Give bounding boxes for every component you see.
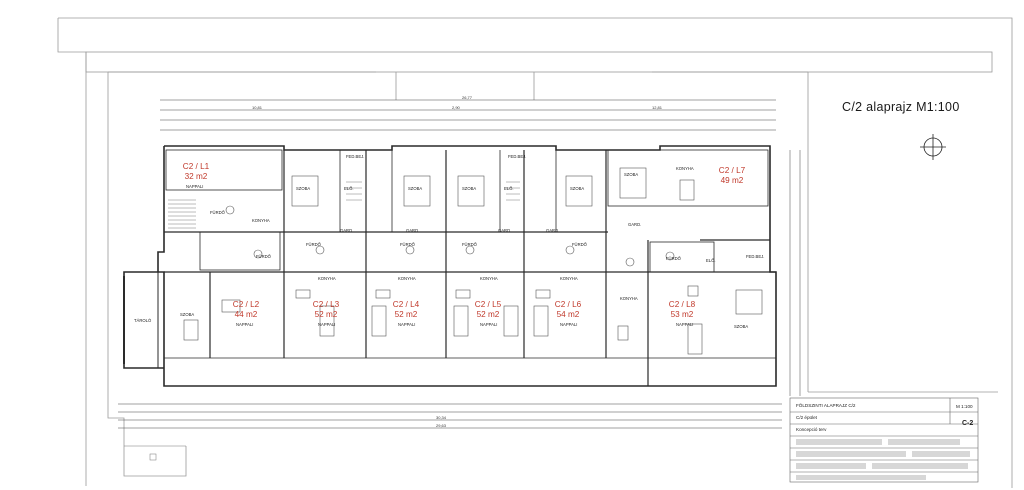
unit-label-l3: C2 / L3 52 m2 — [306, 300, 346, 320]
room-label: NAPPALI — [398, 322, 416, 327]
unit-code: C2 / L6 — [554, 300, 582, 309]
unit-label-l4: C2 / L4 52 m2 — [386, 300, 426, 320]
room-label: GARD. — [546, 228, 560, 233]
building-walls — [123, 145, 777, 387]
dimension-segment: 10,81 — [252, 105, 263, 110]
unit-label-l6: C2 / L6 54 m2 — [548, 300, 588, 320]
storage-room — [123, 271, 159, 369]
room-label: FED.BEJ. — [346, 154, 365, 159]
unit-area: 44 m2 — [234, 310, 258, 319]
unit-area: 52 m2 — [476, 310, 500, 319]
unit-label-l2: C2 / L2 44 m2 — [226, 300, 266, 320]
title-block-phase: Koncepció terv — [796, 427, 827, 432]
room-label: FÜRDŐ — [210, 210, 225, 215]
unit-area: 49 m2 — [720, 176, 744, 185]
room-label: KONYHA — [398, 276, 416, 281]
unit-code: C2 / L5 — [474, 300, 502, 309]
drawing-title: C/2 alaprajz M1:100 — [842, 100, 960, 114]
unit-code: C2 / L4 — [392, 300, 420, 309]
room-label: ELŐ. — [504, 186, 514, 191]
room-label: KONYHA — [318, 276, 336, 281]
title-block-scale: M 1:100 — [956, 404, 973, 409]
unit-area: 54 m2 — [556, 310, 580, 319]
room-label: NAPPALI — [318, 322, 336, 327]
room-label: NAPPALI — [186, 184, 204, 189]
room-label: NAPPALI — [480, 322, 498, 327]
unit-label-l5: C2 / L5 52 m2 — [468, 300, 508, 320]
room-label: FÜRDŐ — [462, 242, 477, 247]
title-block-building: C/2 épület — [796, 415, 817, 420]
room-label: NAPPALI — [236, 322, 254, 327]
room-label: FÜRDŐ — [400, 242, 415, 247]
dimension-segment: 2,90 — [452, 105, 460, 110]
unit-area: 52 m2 — [394, 310, 418, 319]
room-label: GARD. — [406, 228, 420, 233]
unit-code: C2 / L1 — [182, 162, 210, 171]
unit-code: C2 / L2 — [232, 300, 260, 309]
unit-area: 53 m2 — [670, 310, 694, 319]
north-arrow-icon — [920, 134, 946, 160]
room-label: NAPPALI — [676, 322, 694, 327]
room-label: GARD. — [498, 228, 512, 233]
unit-label-l8: C2 / L8 53 m2 — [662, 300, 702, 320]
dimension-total-top: 26,77 — [462, 95, 473, 100]
room-label: SZOBA — [570, 186, 585, 191]
room-label: GARD. — [628, 222, 642, 227]
title-block-frame — [789, 397, 979, 483]
sheet-frame — [57, 17, 1013, 488]
stair-hatching — [168, 181, 520, 229]
room-label: FED.BEJ. — [746, 254, 765, 259]
dimension-lines — [118, 99, 801, 429]
unit-area: 32 m2 — [184, 172, 208, 181]
unit-area: 52 m2 — [314, 310, 338, 319]
room-label: SZOBA — [180, 312, 195, 317]
room-label: FÜRDŐ — [572, 242, 587, 247]
dimension-total-bottom: 29,63 — [436, 423, 447, 428]
room-label: NAPPALI — [560, 322, 578, 327]
room-label: ELŐ. — [344, 186, 354, 191]
dimension-sub-bottom: 30,34 — [436, 415, 447, 420]
unit-label-l1: C2 / L1 32 m2 — [178, 162, 214, 182]
room-label: SZOBA — [296, 186, 311, 191]
title-block-blur — [796, 439, 970, 480]
unit-code: C2 / L7 — [718, 166, 746, 175]
room-label: FED.BEJ. — [508, 154, 527, 159]
room-label: SZOBA — [408, 186, 423, 191]
dimension-segment: 12,81 — [652, 105, 663, 110]
room-label: FÜRDŐ — [306, 242, 321, 247]
title-block-label: FÖLDSZINTI ALAPRAJZ C/2 — [796, 403, 856, 408]
room-label: KONYHA — [676, 166, 694, 171]
unit-code: C2 / L8 — [668, 300, 696, 309]
room-label: KONYHA — [480, 276, 498, 281]
furniture — [183, 167, 763, 355]
title-block-sheet-number: C-2 — [962, 420, 974, 427]
room-label: KONYHA — [560, 276, 578, 281]
unit-label-l7: C2 / L7 49 m2 — [712, 166, 752, 186]
room-label: FÜRDŐ — [666, 256, 681, 261]
room-label: SZOBA — [734, 324, 749, 329]
room-label: KONYHA — [252, 218, 270, 223]
room-label: GARD. — [340, 228, 354, 233]
unit-code: C2 / L3 — [312, 300, 340, 309]
room-label: SZOBA — [462, 186, 477, 191]
room-label: ELŐ. — [706, 258, 716, 263]
room-label: TÁROLÓ — [134, 318, 152, 323]
room-label: KONYHA — [620, 296, 638, 301]
room-label: FÜRDŐ — [256, 254, 271, 259]
site-detail — [124, 445, 186, 461]
room-label: SZOBA — [624, 172, 639, 177]
